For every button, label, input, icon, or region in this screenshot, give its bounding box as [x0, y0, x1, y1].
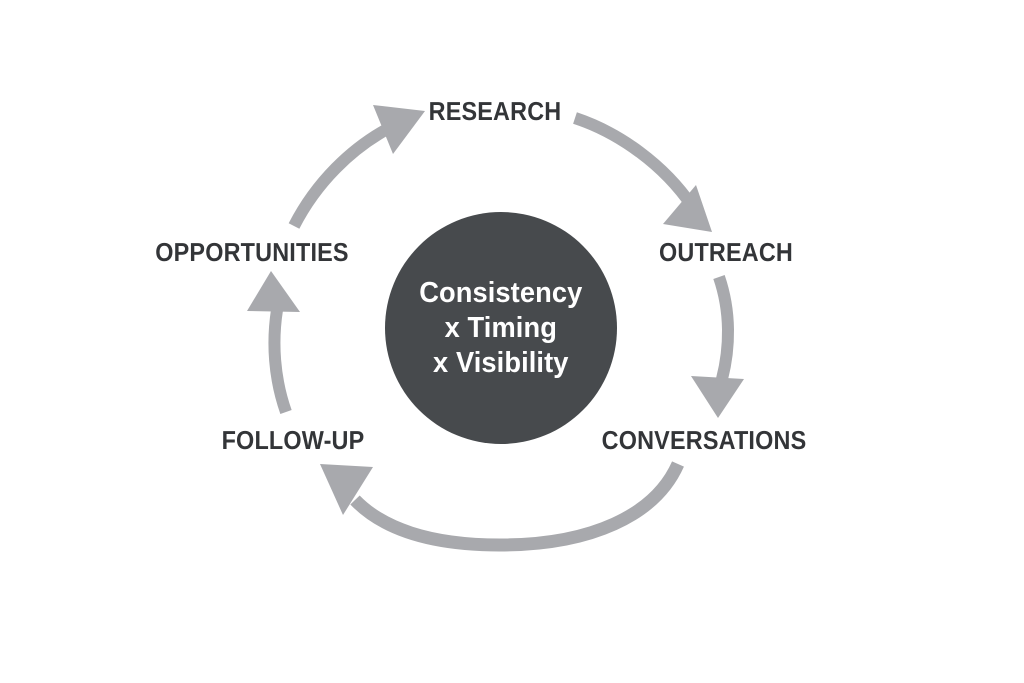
- node-label-conversations: CONVERSATIONS: [601, 425, 807, 455]
- arrow-followup-to-opportunities: [247, 271, 300, 414]
- node-label-research: RESEARCH: [428, 96, 562, 126]
- node-label-opportunities: OPPORTUNITIES: [155, 237, 349, 267]
- node-label-outreach: OUTREACH: [658, 237, 794, 267]
- hub-line-1: Consistency: [419, 276, 583, 309]
- arrow-conversations-to-followup: [320, 461, 684, 552]
- arrow-research-to-outreach: [573, 112, 712, 232]
- center-hub-circle: Consistency x Timing x Visibility: [385, 212, 617, 444]
- arrow-outreach-to-conversations: [691, 275, 744, 418]
- arrow-opportunities-to-research: [288, 105, 425, 229]
- hub-line-3: x Visibility: [433, 346, 569, 379]
- node-label-followup: FOLLOW-UP: [221, 425, 365, 455]
- hub-line-2: x Timing: [444, 311, 558, 344]
- center-hub-text: Consistency x Timing x Visibility: [419, 276, 582, 381]
